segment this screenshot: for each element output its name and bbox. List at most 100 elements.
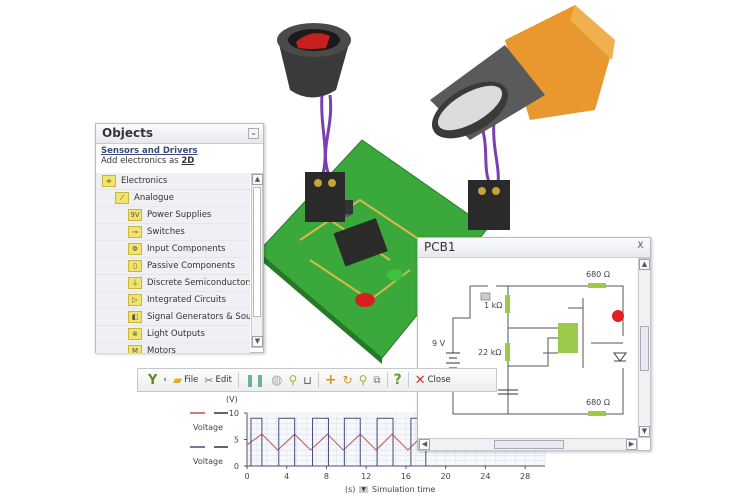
motor-icon: M	[128, 345, 142, 353]
edit-menu-button[interactable]: ✂Edit	[204, 374, 232, 387]
scroll-down-icon[interactable]: ▼	[639, 426, 650, 437]
input-component-icon: Φ	[128, 243, 142, 255]
select-tool-icon[interactable]: Y	[148, 372, 158, 388]
switch-icon: ⊸	[128, 226, 142, 238]
green-led	[387, 269, 403, 281]
x-tick-label: 16	[401, 472, 411, 481]
v-scroll-thumb[interactable]	[640, 326, 649, 371]
rotate-icon[interactable]: ↻	[342, 373, 353, 387]
category-link[interactable]: Sensors and Drivers	[101, 146, 198, 156]
tree-item-motors[interactable]: M Motors	[96, 343, 250, 353]
tree-item-integrated-circuits[interactable]: ▷Integrated Circuits	[96, 292, 250, 309]
file-menu-button[interactable]: ▰File	[173, 373, 198, 387]
close-button[interactable]: ✕Close	[415, 373, 451, 388]
scroll-right-icon[interactable]: ▶	[626, 439, 637, 450]
x-tick-label: 8	[324, 472, 329, 481]
tree-item-label: Signal Generators & Sound	[147, 312, 250, 322]
x-tick-label: 20	[441, 472, 451, 481]
file-label: File	[184, 375, 199, 385]
tree-item-passive-components[interactable]: ▯Passive Components	[96, 258, 250, 275]
resistor-r-bottom	[588, 411, 606, 416]
label-r2: 22 kΩ	[478, 348, 501, 357]
ic-chip	[333, 218, 388, 267]
edit-label: Edit	[215, 375, 232, 385]
rocker-switch	[277, 23, 351, 98]
tree-item-input-components[interactable]: Φ Input Components	[96, 241, 250, 258]
label-r-bottom: 680 Ω	[586, 398, 610, 407]
scroll-thumb[interactable]	[253, 187, 261, 317]
pcb-window-header: PCB1 X	[418, 238, 650, 258]
tree-item-discrete-semiconductors[interactable]: ⏚Discrete Semiconductors	[96, 275, 250, 292]
tree-item-analogue[interactable]: ⁄Analogue	[96, 190, 250, 207]
series-line-2	[247, 417, 441, 467]
objects-panel-title: Objects	[102, 126, 154, 140]
series-line-1	[246, 433, 442, 451]
scroll-up-icon[interactable]: ▲	[639, 259, 650, 270]
terminal-block-left	[305, 172, 345, 222]
fit-width-icon[interactable]: ⊔	[303, 373, 312, 387]
ic-555	[558, 323, 578, 353]
toolbar-divider	[317, 372, 319, 388]
pause-icon[interactable]: ❚❚	[244, 373, 266, 387]
pcb-board-edge	[258, 252, 382, 364]
close-icon[interactable]: X	[637, 241, 644, 251]
add-as-label: Add electronics as	[101, 156, 179, 166]
ic-icon: ▷	[128, 294, 142, 306]
scroll-down-icon[interactable]: ▼	[252, 336, 263, 347]
x-axis-title: (s) ▼ Simulation time	[345, 485, 435, 494]
h-scroll-thumb[interactable]	[494, 440, 564, 449]
label-r1: 1 kΩ	[484, 301, 502, 310]
analogue-icon: ⁄	[115, 192, 129, 204]
label-r-top: 680 Ω	[586, 270, 610, 279]
tree-item-label: Input Components	[147, 244, 226, 254]
x-tick-label: 24	[480, 472, 490, 481]
diode	[613, 352, 627, 362]
tree-scrollbar[interactable]: ▲ ▼	[251, 173, 263, 348]
speed-dial-icon[interactable]: ◍	[271, 372, 283, 388]
move-icon[interactable]: +	[324, 372, 337, 388]
legend-label-1: Voltage	[193, 423, 224, 432]
minus-icon[interactable]: –	[248, 128, 259, 139]
pcb-window: PCB1 X 680 Ω 680 Ω 1 kΩ 22 kΩ 9 V ▲ ▼ ◀ …	[417, 237, 651, 451]
tree-item-signal-generators-sound[interactable]: ◧ Signal Generators & Sound	[96, 309, 250, 326]
red-led	[355, 293, 375, 307]
tree-item-label: Power Supplies	[147, 210, 212, 220]
scroll-left-icon[interactable]: ◀	[419, 439, 430, 450]
schematic: 680 Ω 680 Ω 1 kΩ 22 kΩ 9 V	[432, 270, 627, 416]
back-icon[interactable]: ‹	[163, 375, 167, 385]
capacitor-symbol	[498, 389, 518, 395]
speaker-icon: ◧	[128, 311, 142, 323]
pcb-horizontal-scrollbar[interactable]: ◀ ▶	[418, 438, 638, 451]
tree-item-light-outputs[interactable]: ⊗Light Outputs	[96, 326, 250, 343]
y-tick-label: 0	[234, 462, 239, 471]
y-tick-label: 10	[229, 409, 239, 418]
pcb-vertical-scrollbar[interactable]: ▲ ▼	[638, 258, 651, 438]
tree-item-label: Motors	[147, 346, 176, 353]
toolbar-divider	[237, 372, 239, 388]
battery-symbol	[446, 352, 460, 369]
y-tick-label: 5	[234, 436, 239, 445]
help-icon[interactable]: ?	[393, 372, 402, 388]
zoom-icon[interactable]: ⚲	[358, 373, 368, 387]
x-axis-label: Simulation time	[372, 485, 436, 494]
diode-icon: ⏚	[128, 277, 142, 289]
scroll-up-icon[interactable]: ▲	[252, 174, 263, 185]
electronics-icon: ≑	[102, 175, 116, 187]
terminal-block-right	[468, 180, 510, 230]
objects-panel-header: Objects –	[96, 124, 263, 144]
x-tick-label: 28	[520, 472, 530, 481]
close-label: Close	[427, 375, 451, 385]
switch-button[interactable]	[480, 292, 491, 301]
x-tick-label: 12	[361, 472, 371, 481]
folder-icon: ▰	[172, 373, 183, 387]
tree-item-electronics[interactable]: ≑Electronics	[96, 173, 250, 190]
resistor-1k	[505, 295, 510, 313]
add-as-mode-link[interactable]: 2D	[181, 156, 195, 166]
view-options-icon[interactable]: ⧉	[373, 374, 381, 386]
unit-dropdown-icon[interactable]: ▼	[359, 486, 369, 493]
zoom-in-icon[interactable]: ⚲	[288, 373, 298, 387]
tree-item-switches[interactable]: ⊸Switches	[96, 224, 250, 241]
